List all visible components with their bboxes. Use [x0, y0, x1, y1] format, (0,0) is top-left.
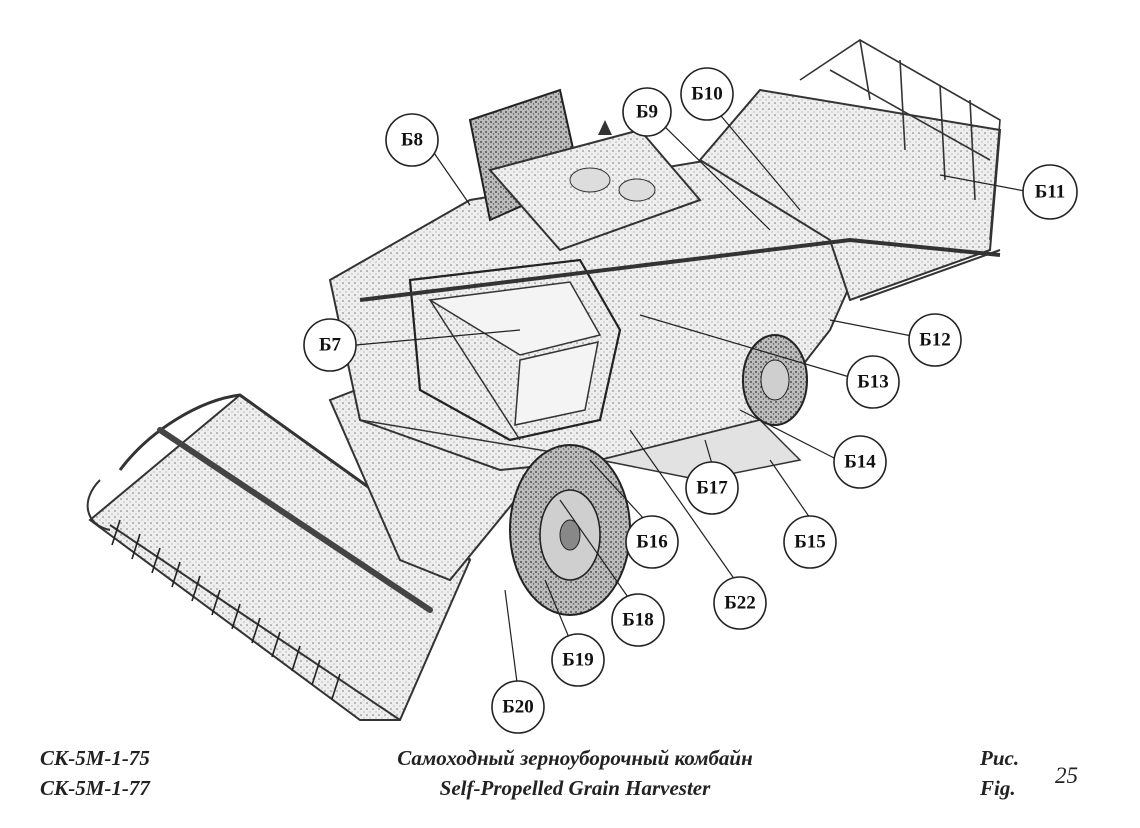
callout-label: Б18 — [622, 610, 654, 631]
figure-label-ru: Рис. — [980, 746, 1020, 770]
steer-wheel — [742, 334, 808, 426]
callout-b13: Б13 — [846, 355, 900, 409]
callout-label: Б12 — [919, 330, 951, 351]
figure-title: Самоходный зерноуборочный комбайн Self-P… — [250, 743, 900, 803]
callout-label: Б14 — [844, 452, 876, 473]
figure-label: Рис. Fig. — [980, 743, 1019, 803]
callout-b16: Б16 — [625, 515, 679, 569]
callout-b12: Б12 — [908, 313, 962, 367]
callout-b7: Б7 — [303, 318, 357, 372]
callout-label: Б11 — [1035, 182, 1066, 203]
callout-label: Б7 — [319, 335, 342, 356]
callout-b19: Б19 — [551, 633, 605, 687]
callout-b18: Б18 — [611, 593, 665, 647]
engine-compartment — [468, 88, 702, 252]
callout-b10: Б10 — [680, 67, 734, 121]
callout-b11: Б11 — [1022, 164, 1078, 220]
figure-number: 25 — [1055, 763, 1078, 788]
callout-b15: Б15 — [783, 515, 837, 569]
combine-harvester-drawing: Б7 Б8 Б9 Б10 Б11 Б12 Б13 Б14 — [86, 39, 1078, 734]
figure-title-ru: Самоходный зерноуборочный комбайн — [397, 746, 753, 770]
grain-header — [86, 393, 472, 721]
figure-label-en: Fig. — [980, 776, 1016, 800]
callout-label: Б16 — [636, 532, 668, 553]
callout-b22: Б22 — [713, 576, 767, 630]
model-code-1: СК-5М-1-75 — [40, 746, 150, 770]
callout-b17: Б17 — [685, 461, 739, 515]
callout-label: Б22 — [724, 593, 756, 614]
callout-label: Б15 — [794, 532, 826, 553]
callout-b14: Б14 — [833, 435, 887, 489]
callout-label: Б20 — [502, 697, 534, 718]
drive-wheel — [509, 444, 631, 616]
model-codes: СК-5М-1-75 СК-5М-1-77 — [40, 743, 150, 803]
figure-title-en: Self-Propelled Grain Harvester — [439, 776, 711, 800]
callout-label: Б8 — [401, 130, 423, 151]
callout-b20: Б20 — [491, 680, 545, 734]
callout-label: Б10 — [691, 84, 723, 105]
callout-label: Б9 — [636, 102, 658, 123]
operator-cab — [408, 258, 622, 442]
unloading-auger — [359, 237, 1001, 302]
callout-b9: Б9 — [622, 87, 672, 137]
callout-label: Б13 — [857, 372, 889, 393]
model-code-2: СК-5М-1-77 — [40, 776, 150, 800]
callout-b8: Б8 — [385, 113, 439, 167]
callout-label: Б17 — [696, 478, 728, 499]
leader-lines — [355, 103, 1031, 691]
callout-label: Б19 — [562, 650, 594, 671]
